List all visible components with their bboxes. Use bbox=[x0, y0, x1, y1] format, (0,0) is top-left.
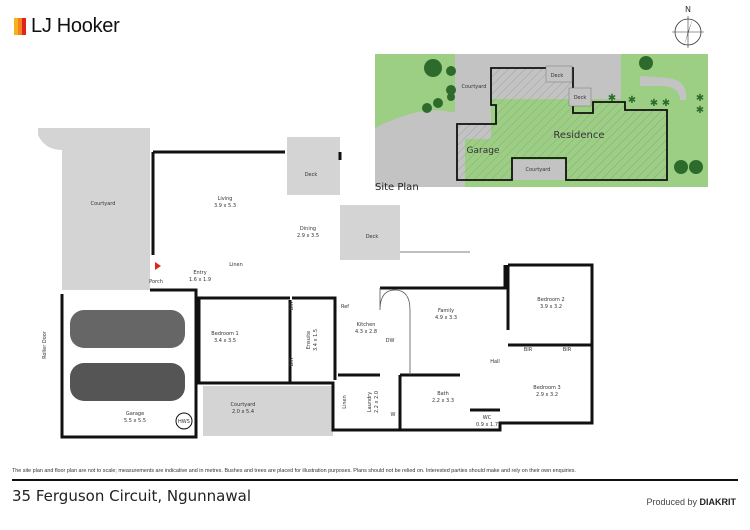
site-deck-label: Deck bbox=[551, 73, 564, 79]
wc-size: 0.9 x 1.7 bbox=[476, 422, 498, 428]
lj-hooker-logo: LJ Hooker bbox=[14, 15, 120, 38]
ref-label: Ref bbox=[341, 304, 349, 310]
courtyard-size: 2.0 x 5.4 bbox=[232, 409, 254, 415]
garage-size: 5.5 x 5.5 bbox=[124, 418, 146, 424]
footer-divider bbox=[12, 479, 738, 481]
bir-label: BIR bbox=[289, 301, 295, 310]
kitchen-label: Kitchen bbox=[357, 322, 376, 328]
site-courtyard-label: Courtyard bbox=[526, 167, 551, 173]
svg-text:✱: ✱ bbox=[650, 98, 658, 109]
logo-bars-icon bbox=[14, 18, 26, 35]
site-courtyard-label: Courtyard bbox=[462, 84, 487, 90]
svg-text:✱: ✱ bbox=[662, 98, 670, 109]
hall-label: Hall bbox=[490, 359, 500, 365]
svg-text:✱: ✱ bbox=[628, 95, 636, 106]
site-garage-label: Garage bbox=[467, 146, 500, 156]
property-address: 35 Ferguson Circuit, Ngunnawal bbox=[12, 487, 251, 505]
deck-label: Deck bbox=[366, 234, 379, 240]
bedroom3-size: 2.9 x 3.2 bbox=[536, 392, 558, 398]
ensuite-label: Ensuite bbox=[306, 331, 312, 350]
bedroom1-label: Bedroom 1 bbox=[211, 331, 238, 337]
produced-by-label: Produced by bbox=[646, 497, 697, 507]
bir-label: BIR bbox=[563, 347, 572, 353]
bath-label: Bath bbox=[437, 391, 449, 397]
logo-text: LJ Hooker bbox=[31, 15, 120, 37]
dining-size: 2.9 x 3.5 bbox=[297, 233, 319, 239]
site-deck-label: Deck bbox=[574, 95, 587, 101]
garage-label: Garage bbox=[126, 411, 144, 417]
courtyard-label: Courtyard bbox=[231, 402, 256, 408]
bir-label: BIR bbox=[289, 357, 295, 366]
entry-size: 1.6 x 1.9 bbox=[189, 277, 211, 283]
svg-text:✱: ✱ bbox=[696, 105, 704, 116]
site-residence-label: Residence bbox=[553, 130, 604, 141]
laundry-label: Laundry bbox=[367, 392, 373, 412]
living-size: 3.9 x 5.3 bbox=[214, 203, 236, 209]
car-icon bbox=[70, 310, 185, 401]
site-plan-title: Site Plan bbox=[375, 182, 419, 193]
kitchen-size: 4.3 x 2.8 bbox=[355, 329, 377, 335]
entrance-marker-icon bbox=[155, 262, 161, 270]
porch-label: Porch bbox=[149, 279, 163, 285]
producer-name: DIAKRIT bbox=[699, 497, 737, 507]
bir-label: BIR bbox=[524, 347, 533, 353]
site-plan: ✱✱✱✱✱✱ Courtyard Deck Deck Residence Gar… bbox=[375, 54, 708, 187]
living-label: Living bbox=[218, 196, 233, 202]
deck-label: Deck bbox=[305, 172, 318, 178]
family-size: 4.9 x 3.3 bbox=[435, 315, 457, 321]
laundry-size: 2.2 x 2.0 bbox=[374, 391, 380, 413]
wc-label: WC bbox=[483, 415, 492, 421]
bath-size: 2.2 x 3.3 bbox=[432, 398, 454, 404]
bedroom3-label: Bedroom 3 bbox=[533, 385, 560, 391]
compass-north-label: N bbox=[685, 5, 691, 14]
disclaimer: The site plan and floor plan are not to … bbox=[12, 468, 576, 474]
ensuite-size: 3.4 x 1.5 bbox=[313, 329, 319, 351]
linen-label: Linen bbox=[342, 395, 348, 409]
bedroom2-label: Bedroom 2 bbox=[537, 297, 564, 303]
washer-label: W bbox=[391, 412, 396, 418]
bedroom1-size: 3.4 x 3.5 bbox=[214, 338, 236, 344]
roller-door-label: Roller Door bbox=[42, 330, 48, 359]
family-label: Family bbox=[438, 308, 454, 314]
svg-text:✱: ✱ bbox=[696, 93, 704, 104]
courtyard-label: Courtyard bbox=[91, 201, 116, 207]
linen-label: Linen bbox=[229, 262, 243, 268]
hws-label: HWS bbox=[178, 419, 190, 425]
entry-label: Entry bbox=[193, 270, 206, 276]
compass-icon: N bbox=[672, 5, 704, 48]
bedroom2-size: 3.9 x 3.2 bbox=[540, 304, 562, 310]
producer-credit: Produced by DIAKRIT bbox=[646, 497, 736, 507]
dishwasher-label: DW bbox=[386, 338, 395, 344]
svg-text:✱: ✱ bbox=[608, 93, 616, 104]
dining-label: Dining bbox=[300, 226, 316, 232]
